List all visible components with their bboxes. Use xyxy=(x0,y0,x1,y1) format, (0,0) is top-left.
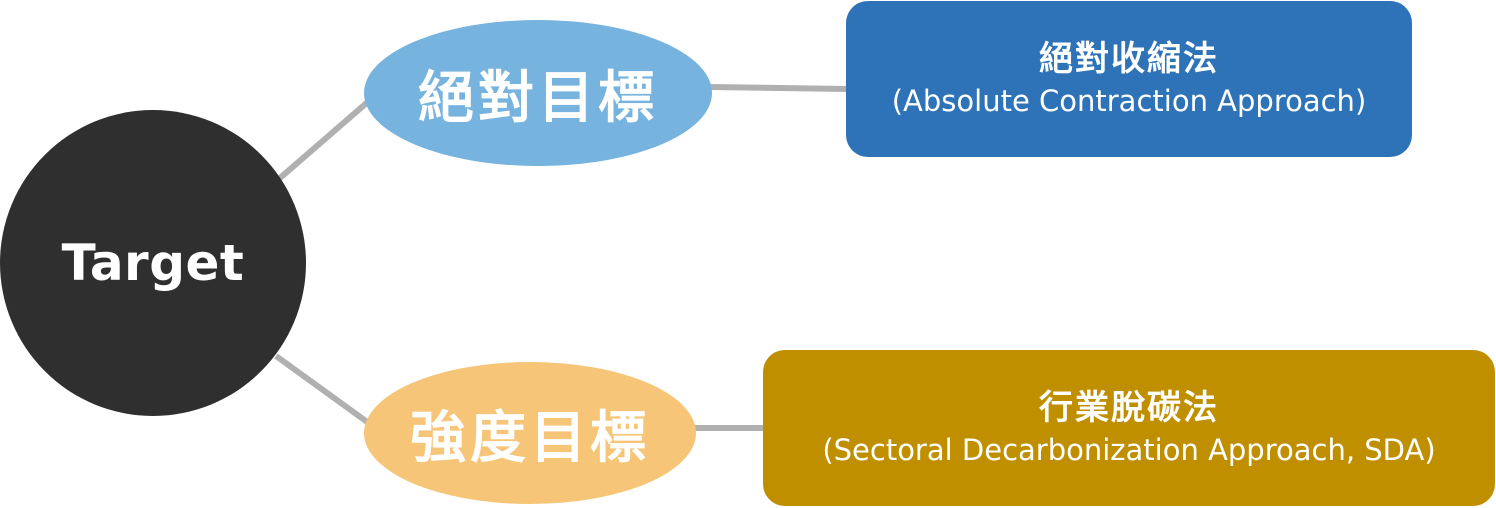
absolute-contraction-box: 絕對收縮法 (Absolute Contraction Approach) xyxy=(846,1,1412,157)
intensity-target-node: 強度目標 xyxy=(364,362,696,504)
root-node-target: Target xyxy=(0,110,306,416)
sectoral-decarbonization-box: 行業脫碳法 (Sectoral Decarbonization Approach… xyxy=(763,350,1495,506)
absolute-target-label: 絕對目標 xyxy=(418,65,658,131)
connector-root-to-absolute xyxy=(278,97,372,181)
root-label: Target xyxy=(61,234,245,292)
absolute-contraction-subtitle: (Absolute Contraction Approach) xyxy=(891,84,1367,118)
connector-absolute-to-method xyxy=(709,84,849,92)
absolute-contraction-title: 絕對收縮法 xyxy=(1039,39,1219,79)
intensity-target-label: 強度目標 xyxy=(410,405,650,471)
sectoral-decarbonization-title: 行業脫碳法 xyxy=(1039,388,1219,428)
absolute-target-node: 絕對目標 xyxy=(364,20,712,166)
connector-root-to-intensity xyxy=(274,353,372,427)
sectoral-decarbonization-subtitle: (Sectoral Decarbonization Approach, SDA) xyxy=(822,433,1436,467)
